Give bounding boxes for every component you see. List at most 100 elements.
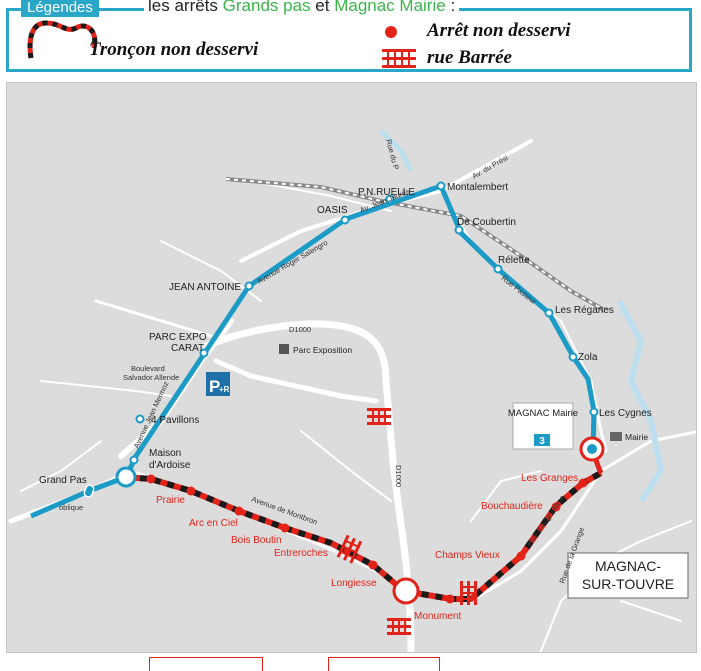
street-salvador-2: Salvador Allende xyxy=(123,373,179,382)
legend-segment-label: Tronçon non desservi xyxy=(89,39,259,60)
stop-montalembert xyxy=(436,181,446,191)
stop-4-pavillons xyxy=(135,414,145,424)
label-entreroches: Entreroches xyxy=(274,548,328,559)
stop-jean-antoine xyxy=(244,281,254,291)
label-jean-antoine: JEAN ANTOINE xyxy=(169,282,241,293)
parking-p: P xyxy=(209,377,220,396)
stop-champs-vieux xyxy=(516,551,526,561)
roundabout-monument xyxy=(392,577,420,605)
grand-pas-stop-marker xyxy=(83,484,95,498)
stop-pn-ruelle xyxy=(385,194,395,204)
stop-les-cygnes xyxy=(589,407,599,417)
town-box xyxy=(567,552,689,599)
label-montalembert: Montalembert xyxy=(447,182,508,193)
stop-oasis xyxy=(340,215,350,225)
map-canvas: P +R Parc Exposition MAGNAC Mairie 3 Mai… xyxy=(8,129,696,652)
roundabout-grand-pas xyxy=(115,466,137,488)
bottom-tab-left xyxy=(149,657,263,671)
legend-note-prefix: les arrêts xyxy=(148,0,218,15)
label-champs-vieux: Champs Vieux xyxy=(435,550,500,561)
label-zola: Zola xyxy=(578,352,598,363)
label-bouchaudiere: Bouchaudière xyxy=(481,501,543,512)
river xyxy=(616,299,665,503)
street-d1000-a: D1000 xyxy=(289,325,311,334)
magnac-line-badge xyxy=(534,434,550,446)
magnac-line-number: 3 xyxy=(539,436,545,447)
label-maison-2: d'Ardoise xyxy=(149,460,191,471)
legend-note: les arrêts Grands pas et Magnac Mairie : xyxy=(144,0,460,16)
river-branch xyxy=(379,129,414,173)
street-president: Av. du Prési xyxy=(471,153,510,181)
stop-parc-expo xyxy=(199,348,209,358)
served-route-east xyxy=(438,185,597,452)
stop-longiesse xyxy=(368,560,378,570)
magnac-box-label: MAGNAC Mairie xyxy=(508,408,578,419)
label-relette: Rélette xyxy=(498,255,530,266)
label-parc-expo-2: CARAT xyxy=(171,343,204,354)
stop-les-reganes xyxy=(544,308,554,318)
stop-les-granges xyxy=(578,478,588,488)
label-oasis: OASIS xyxy=(317,205,348,216)
served-route-west xyxy=(30,183,442,519)
stop-relette xyxy=(493,264,503,274)
street-rue-p: Rue du P xyxy=(384,138,401,171)
barred-street-3 xyxy=(460,581,477,605)
parking-icon xyxy=(206,372,230,396)
bottom-tab-right xyxy=(328,657,440,671)
legend-stop-label: Arrêt non desservi xyxy=(427,20,571,41)
stop-arc-en-ciel xyxy=(186,486,196,496)
label-4-pavillons: 4 Pavillons xyxy=(151,415,199,426)
stop-de-coubertin xyxy=(454,225,464,235)
stop-entreroches xyxy=(280,523,290,533)
served-stops xyxy=(129,181,599,465)
legend-barred-label: rue Barrée xyxy=(427,47,512,68)
legend-barred-symbol xyxy=(382,49,416,68)
label-pn-ruelle: P.N.RUELLE xyxy=(358,187,415,198)
route-map: P +R Parc Exposition MAGNAC Mairie 3 Mai… xyxy=(6,82,697,653)
legend-stop-symbol xyxy=(385,26,397,38)
street-pasteur: Rue Pasteur xyxy=(500,273,539,306)
label-grand-pas: Grand Pas xyxy=(39,475,87,486)
label-arc-en-ciel: Arc en Ciel xyxy=(189,518,238,529)
mairie-stop-marker xyxy=(587,444,597,454)
legend-title: Légendes xyxy=(21,0,99,17)
label-de-coubertin: De Coubertin xyxy=(457,217,516,228)
stop-bouchaudiere xyxy=(551,502,561,512)
label-maison-1: Maison xyxy=(149,448,181,459)
label-bois-boutin: Bois Boutin xyxy=(231,535,282,546)
barred-street-1 xyxy=(367,408,391,425)
legend-note-stop2: Magnac Mairie xyxy=(334,0,446,15)
legend-symbols xyxy=(27,20,416,68)
railway-line xyxy=(225,177,607,313)
home-icon xyxy=(279,344,289,354)
barred-street-2 xyxy=(336,534,363,564)
town-line2: SUR-TOUVRE xyxy=(582,576,674,592)
label-les-granges: Les Granges xyxy=(521,473,578,484)
label-les-reganes: Les Réganes xyxy=(555,305,614,316)
stop-monument xyxy=(445,594,455,604)
barred-street-4 xyxy=(387,618,411,635)
label-monument: Monument xyxy=(414,611,461,622)
legend-note-mid: et xyxy=(315,0,330,15)
street-d1000-b: D1000 xyxy=(394,465,403,487)
label-longiesse: Longiesse xyxy=(331,578,377,589)
legend-note-stop1: Grands pas xyxy=(222,0,311,15)
legend-note-end: : xyxy=(450,0,456,15)
label-parc-expo-1: PARC EXPO xyxy=(149,332,207,343)
unserved-stops xyxy=(146,474,588,604)
label-les-cygnes: Les Cygnes xyxy=(599,408,652,419)
street-roger: Avenue Roger Salengro xyxy=(256,238,330,286)
street-oblique: oblique xyxy=(59,503,83,512)
town-line1: MAGNAC- xyxy=(595,558,661,574)
mairie-icon xyxy=(610,432,622,441)
parking-r: +R xyxy=(219,385,230,394)
stop-bois-boutin xyxy=(234,506,244,516)
stop-prairie xyxy=(146,474,156,484)
label-prairie: Prairie xyxy=(156,495,185,506)
mairie-label: Mairie xyxy=(625,432,648,442)
legend-box: Légendes les arrêts Grands pas et Magnac… xyxy=(6,0,692,72)
stop-maison-ardoise xyxy=(129,455,139,465)
parc-exposition-label: Parc Exposition xyxy=(293,345,352,355)
street-salvador: Boulevard xyxy=(131,364,165,373)
stop-zola xyxy=(568,352,578,362)
